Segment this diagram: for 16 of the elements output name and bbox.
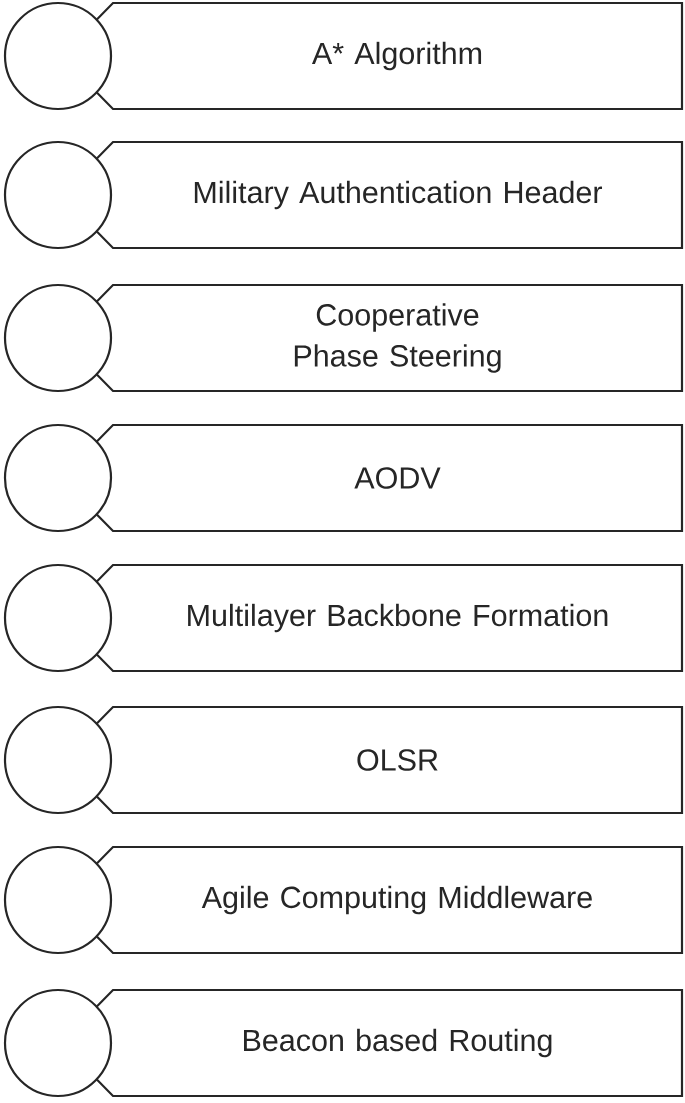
- item-box: Cooperative Phase Steering: [59, 283, 684, 393]
- item-box: A* Algorithm: [59, 1, 684, 111]
- bullet-circle: [3, 1, 113, 111]
- bullet-circle: [3, 988, 113, 1098]
- bullet-circle: [3, 705, 113, 815]
- bullet-circle: [3, 140, 113, 250]
- item-box: Military Authentication Header: [59, 140, 684, 250]
- bullet-circle: [3, 563, 113, 673]
- item-box: Multilayer Backbone Formation: [59, 563, 684, 673]
- item-box: OLSR: [59, 705, 684, 815]
- bullet-circle: [3, 423, 113, 533]
- bullet-circle: [3, 283, 113, 393]
- bullet-circle: [3, 845, 113, 955]
- item-box: Beacon based Routing: [59, 988, 684, 1098]
- item-box: AODV: [59, 423, 684, 533]
- item-box: Agile Computing Middleware: [59, 845, 684, 955]
